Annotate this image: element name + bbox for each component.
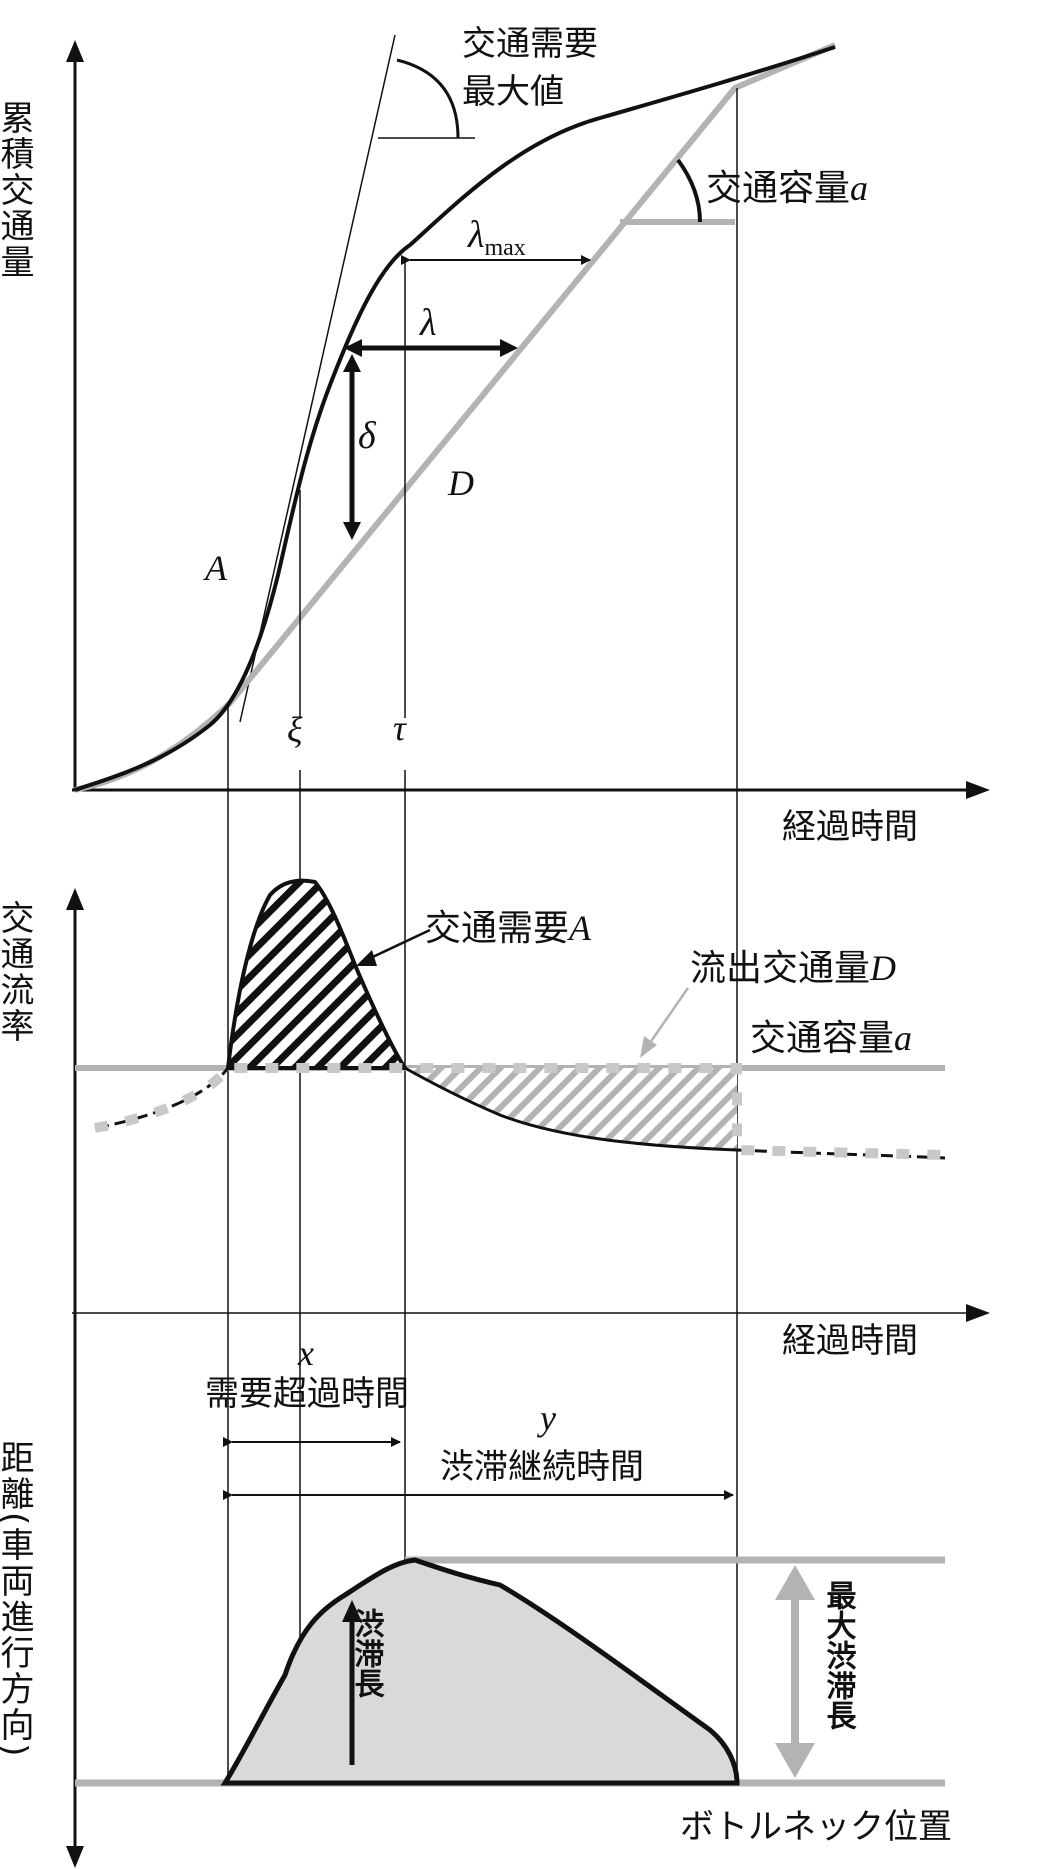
mid-y-axis-label: 交通流率 [0, 900, 34, 1044]
outflow-label-pointer [643, 987, 690, 1051]
mid-demand-label-var: A [567, 908, 592, 948]
curve-D-departure [74, 42, 837, 793]
lambda-max-symbol: λ [467, 214, 484, 256]
queue-length-area [220, 1557, 740, 1786]
mid-outflow-label-text: 流出交通量 [690, 948, 870, 989]
mid-y-axis-arrowhead [66, 888, 84, 910]
top-capacity-label-text: 交通容量 [706, 168, 850, 209]
delta-arrow-head-bottom [343, 522, 361, 540]
outflow-curve-D [94, 1063, 946, 1160]
mid-capacity-label-text: 交通容量 [750, 1018, 894, 1059]
mid-capacity-label: 交通容量a [750, 1018, 912, 1059]
bottom-y-axis-arrowhead [66, 1846, 84, 1868]
peak-angle-arc [396, 58, 460, 139]
demand-excess-time-label: 需要超過時間 [205, 1374, 409, 1414]
lambda-label: λ [419, 302, 436, 344]
mid-demand-label: 交通需要A [425, 908, 592, 949]
curve-D-label: D [447, 463, 474, 503]
top-y-axis-label: 累積交通量 [0, 100, 34, 280]
max-queue-arrow-head-top [775, 1565, 815, 1600]
demand-curve-A [404, 1066, 738, 1152]
mid-x-axis-label: 経過時間 [782, 1321, 918, 1361]
capacity-angle-arc [676, 158, 702, 223]
demand-label-pointer-head [356, 950, 377, 966]
delta-label: δ [358, 415, 377, 457]
max-queue-arrow-head-bottom [775, 1743, 815, 1778]
queue-length-arrow-head [342, 1600, 362, 1622]
mid-x-axis-arrowhead [966, 1304, 990, 1322]
x-variable-label: x [297, 1333, 314, 1373]
top-x-axis-arrowhead [966, 781, 990, 799]
top-x-axis-label: 経過時間 [782, 807, 918, 847]
lambda-arrow-head-right [500, 339, 518, 357]
delta-arrow-head-top [343, 354, 361, 372]
curve-A-label: A [203, 548, 228, 588]
outflow-label-pointer-head [640, 1036, 657, 1058]
bottom-queue-chart: 距離(車両進行方向) x 需要超過時間 y 渋滞継続時間 渋滞長 最大渋滞長 ボ… [0, 1333, 952, 1868]
demand-peak-label-line2: 最大値 [462, 72, 564, 112]
tangent-line [239, 34, 396, 723]
lambda-max-label: λmax [467, 214, 526, 261]
mid-capacity-label-var: a [894, 1018, 912, 1058]
xi-label: ξ [287, 710, 303, 750]
lambda-max-subscript: max [484, 235, 525, 261]
middle-flow-rate-chart: 交通流率 経過時間 交通需要A 流出交通量D 交通容量a [0, 878, 990, 1858]
time-connector-lines [227, 88, 738, 1780]
max-queue-label: 最大渋滞長 [821, 1580, 857, 1731]
demand-curve-left-tail [94, 1067, 230, 1130]
top-y-axis-arrowhead [66, 40, 84, 62]
top-cumulative-chart: 累積交通量 経過時間 交通需要 最大値 交通容量a λmax λ [0, 24, 990, 847]
lambda-arrow-head-left [344, 339, 362, 357]
excess-demand-hatched-area [225, 878, 409, 1070]
demand-curve-right-tail [736, 1148, 946, 1160]
bottom-y-axis-label: 距離(車両進行方向) [0, 1440, 34, 1759]
mid-outflow-label-var: D [869, 948, 896, 988]
top-capacity-label: 交通容量a [706, 168, 868, 209]
y-variable-label: y [537, 1398, 556, 1438]
queue-length-label: 渋滞長 [349, 1608, 385, 1699]
congestion-duration-label: 渋滞継続時間 [440, 1447, 644, 1487]
dissipation-hatched-area [405, 1068, 737, 1150]
mid-demand-label-text: 交通需要 [425, 908, 569, 949]
demand-peak-label-line1: 交通需要 [462, 24, 598, 64]
mid-outflow-label: 流出交通量D [690, 948, 896, 989]
bottleneck-position-label: ボトルネック位置 [680, 1807, 952, 1847]
curve-A-arrival [74, 45, 836, 792]
tau-label: τ [393, 708, 407, 748]
top-capacity-label-var: a [850, 168, 868, 208]
